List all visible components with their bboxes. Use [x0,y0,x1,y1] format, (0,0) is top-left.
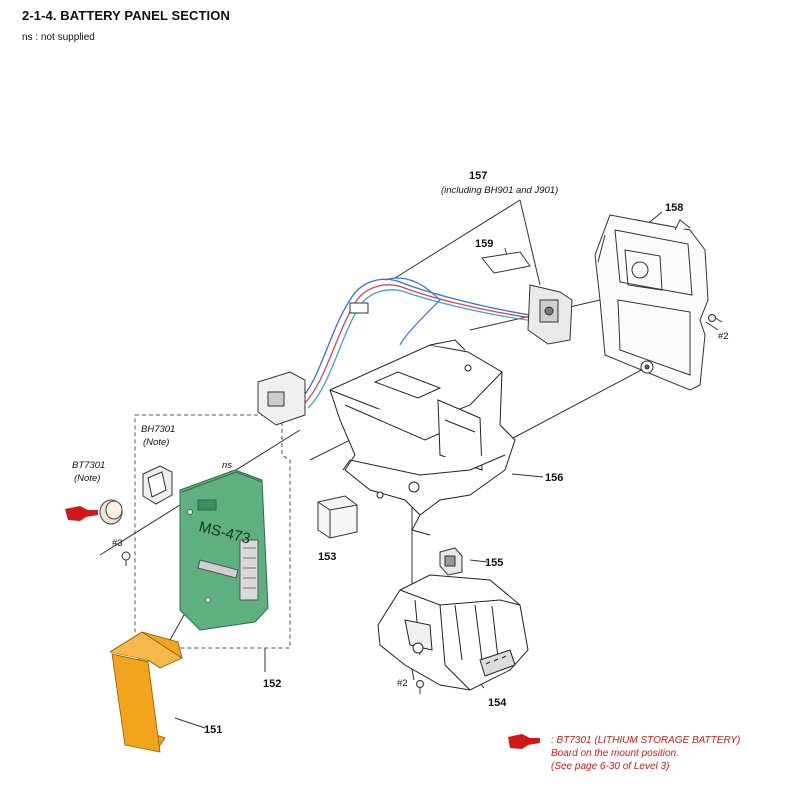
screw-icon-bottom [416,680,424,694]
part-154-holder [377,574,529,691]
hand-pointer-icon [65,506,98,521]
part-153-block [317,495,358,539]
label-154: 154 [488,697,507,709]
label-screw-3: #3 [112,538,123,549]
part-157-socket [257,371,306,426]
part-157-connector [527,284,573,345]
battery-note-line2: Board on the mount position. [551,748,679,759]
label-157: 157 [469,170,487,182]
part-bh7301-holder [142,465,173,505]
label-159: 159 [475,238,493,250]
part-156-chassis [329,339,516,536]
screw-icon-right [708,314,723,323]
label-156: 156 [545,472,563,484]
hand-pointer-icon-note [508,734,540,749]
part-155-clip [439,547,463,576]
label-152: 152 [263,678,281,690]
screw-icon-left [121,551,131,566]
part-bt7301-battery [99,499,123,525]
battery-note: : BT7301 (LITHIUM STORAGE BATTERY) Board… [551,734,740,773]
part-157-harness [299,277,535,409]
label-157-note: (including BH901 and J901) [441,185,558,196]
label-158: 158 [665,202,683,214]
label-screw-2-bottom: #2 [397,678,408,689]
label-bh7301-note: (Note) [143,437,169,448]
label-155: 155 [485,557,503,569]
part-159-sheet [481,251,531,274]
part-158-bracket [594,214,709,391]
page-title: 2-1-4. BATTERY PANEL SECTION [22,8,230,23]
label-151: 151 [204,724,222,736]
label-bh7301: BH7301 [141,424,175,435]
battery-note-line1: : BT7301 (LITHIUM STORAGE BATTERY) [551,735,741,746]
label-153: 153 [318,551,336,563]
page-subtitle: ns : not supplied [22,32,95,43]
battery-note-line3: (See page 6-30 of Level 3) [551,761,670,772]
label-screw-2-right: #2 [718,331,729,342]
label-bt7301-note: (Note) [74,473,100,484]
label-bt7301: BT7301 [72,460,105,471]
label-ns: ns [222,460,232,471]
part-152-board [179,469,269,631]
part-151-flex-cable [108,631,183,753]
